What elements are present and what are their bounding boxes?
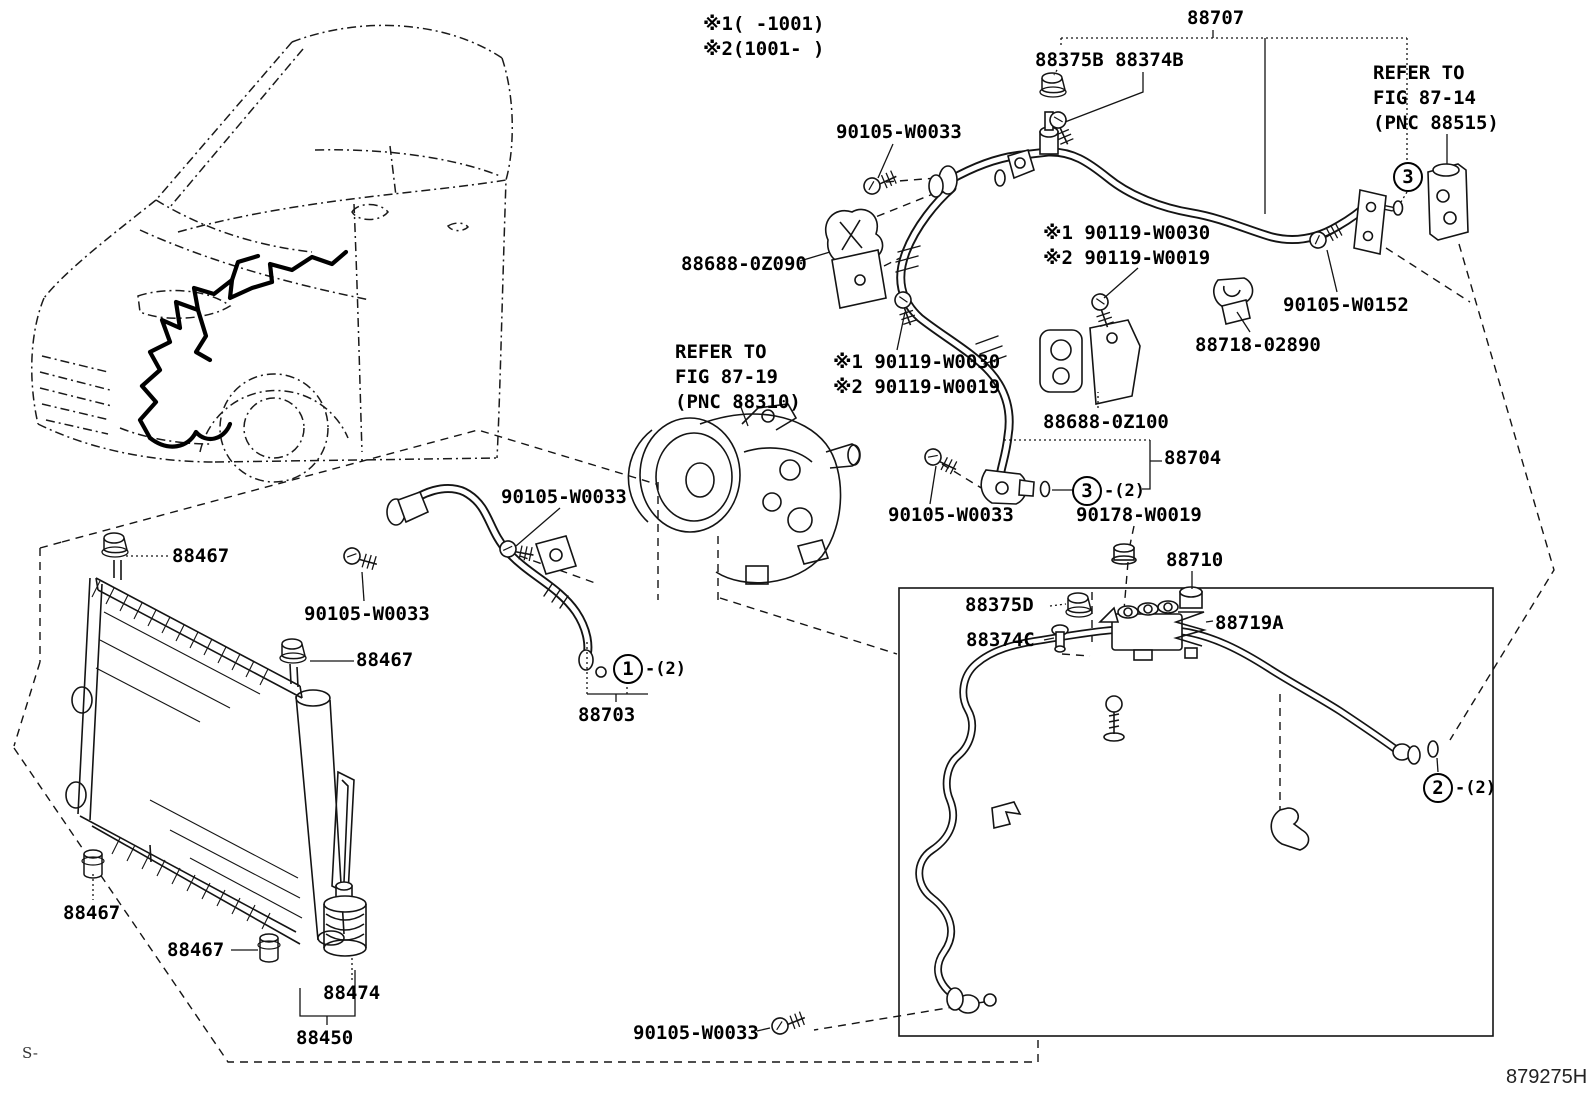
- fittings: [386, 111, 1469, 1014]
- note-refer-fig-87-14: REFER TO FIG 87-14 (PNC 88515): [1373, 62, 1499, 134]
- callout-1: 1: [613, 654, 643, 684]
- part-label-88688-0z090: 88688-0Z090: [681, 253, 807, 275]
- callout-3-top: 3: [1393, 162, 1423, 192]
- callout-2: 2: [1423, 773, 1453, 803]
- callout-3-qty: -(2): [1104, 481, 1145, 501]
- part-label-88474: 88474: [323, 982, 381, 1004]
- part-label-90105-w0033-d: 90105-W0033: [304, 603, 430, 625]
- part-label-90105-w0033-c: 90105-W0033: [501, 486, 627, 508]
- drawing-number: 879275H: [1506, 1066, 1588, 1088]
- note-star-90119-mid: ※1 90119-W0030 ※2 90119-W0019: [833, 351, 1001, 398]
- part-label-88467-d: 88467: [167, 939, 225, 961]
- callout-2-qty: -(2): [1455, 778, 1496, 798]
- part-label-90178-w0019: 90178-W0019: [1076, 504, 1202, 526]
- condenser: [65, 560, 367, 957]
- compressor: [627, 403, 861, 585]
- part-label-88703: 88703: [578, 704, 636, 726]
- part-label-88374c: 88374C: [966, 629, 1035, 651]
- part-label-90105-w0033-b: 90105-W0033: [888, 504, 1014, 526]
- part-label-88467-c: 88467: [63, 902, 121, 924]
- part-label-88375d: 88375D: [965, 594, 1034, 616]
- part-label-90105-w0033-a: 90105-W0033: [836, 121, 962, 143]
- part-label-88375b-88374b: 88375B 88374B: [1035, 49, 1184, 71]
- part-label-90105-w0152: 90105-W0152: [1283, 294, 1409, 316]
- part-label-88710: 88710: [1166, 549, 1224, 571]
- note-refer-fig-87-19: REFER TO FIG 87-19 (PNC 88310): [675, 341, 801, 413]
- construction-dashes: [13, 177, 1555, 1063]
- corner-mark: S-: [22, 1044, 38, 1062]
- small-hardware: [81, 72, 1346, 1037]
- part-label-90105-w0033-e: 90105-W0033: [633, 1022, 759, 1044]
- callout-3-mid: 3: [1072, 476, 1102, 506]
- leader-lines: [92, 30, 1448, 1032]
- part-label-88467-a: 88467: [172, 545, 230, 567]
- note-model-range: ※1( -1001) ※2(1001- ): [703, 13, 825, 60]
- part-label-88718-02890: 88718-02890: [1195, 334, 1321, 356]
- part-label-88707: 88707: [1187, 7, 1245, 29]
- harness-highlight: [137, 249, 349, 449]
- part-label-88704: 88704: [1164, 447, 1222, 469]
- note-star-90119-right: ※1 90119-W0030 ※2 90119-W0019: [1043, 222, 1211, 269]
- part-label-88467-b: 88467: [356, 649, 414, 671]
- car-outline: [31, 24, 513, 483]
- part-label-88450: 88450: [296, 1027, 354, 1049]
- part-label-88688-0z100: 88688-0Z100: [1043, 411, 1169, 433]
- part-label-88719a: 88719A: [1215, 612, 1284, 634]
- callout-1-qty: -(2): [645, 659, 686, 679]
